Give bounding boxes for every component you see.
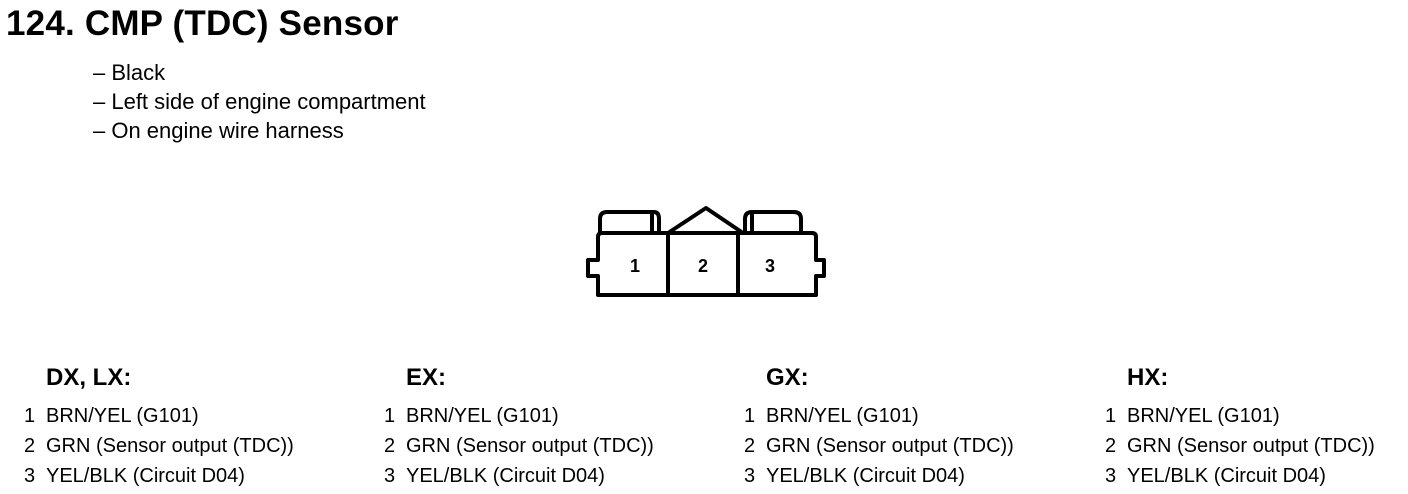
pin-number: 3 (1105, 465, 1117, 487)
pin-label-3: 3 (765, 256, 775, 276)
pin-number: 1 (24, 405, 36, 427)
pin-row: 2 GRN (Sensor output (TDC)) (384, 431, 654, 461)
connector-diagram: 1 2 3 (582, 202, 832, 302)
pin-description: BRN/YEL (G101) (766, 405, 919, 427)
pin-number: 1 (744, 405, 756, 427)
pin-label-2: 2 (698, 256, 708, 276)
variant-title: DX, LX: (46, 364, 132, 391)
note-location: – Left side of engine compartment (93, 89, 426, 114)
variant-ex: EX: 1 BRN/YEL (G101) 2 GRN (Sensor output … (384, 364, 654, 491)
pin-description: GRN (Sensor output (TDC)) (46, 435, 294, 457)
pin-description: BRN/YEL (G101) (1127, 405, 1280, 427)
pin-row: 2 GRN (Sensor output (TDC)) (744, 431, 1014, 461)
pin-number: 3 (24, 465, 36, 487)
note-harness: – On engine wire harness (93, 118, 344, 143)
pin-row: 1 BRN/YEL (G101) (24, 401, 294, 431)
pin-label-1: 1 (630, 256, 640, 276)
pin-description: BRN/YEL (G101) (46, 405, 199, 427)
center-key (666, 206, 745, 235)
variant-dx-lx: DX, LX: 1 BRN/YEL (G101) 2 GRN (Sensor out… (24, 364, 294, 491)
variant-title: EX: (406, 364, 447, 391)
page-title: 124. CMP (TDC) Sensor (6, 4, 399, 43)
pin-number: 3 (384, 465, 396, 487)
pin-row: 2 GRN (Sensor output (TDC)) (24, 431, 294, 461)
pin-description: BRN/YEL (G101) (406, 405, 559, 427)
variant-gx: GX: 1 BRN/YEL (G101) 2 GRN (Sensor output … (744, 364, 1014, 491)
connector-face-icon: 1 2 3 (586, 206, 826, 297)
pin-number: 2 (1105, 435, 1117, 457)
variant-hx: HX: 1 BRN/YEL (G101) 2 GRN (Sensor output … (1105, 364, 1375, 491)
pin-number: 3 (744, 465, 756, 487)
pin-row: 3 YEL/BLK (Circuit D04) (24, 461, 294, 491)
pin-description: GRN (Sensor output (TDC)) (766, 435, 1014, 457)
variant-title: GX: (766, 364, 809, 391)
pin-number: 1 (1105, 405, 1117, 427)
pin-number: 2 (24, 435, 36, 457)
pin-number: 2 (744, 435, 756, 457)
pin-number: 1 (384, 405, 396, 427)
pin-description: YEL/BLK (Circuit D04) (1127, 465, 1326, 487)
pin-row: 1 BRN/YEL (G101) (1105, 401, 1375, 431)
connector-housing (586, 231, 826, 297)
pin-description: GRN (Sensor output (TDC)) (406, 435, 654, 457)
pin-number: 2 (384, 435, 396, 457)
pin-row: 1 BRN/YEL (G101) (384, 401, 654, 431)
pin-description: GRN (Sensor output (TDC)) (1127, 435, 1375, 457)
pin-description: YEL/BLK (Circuit D04) (766, 465, 965, 487)
pin-row: 1 BRN/YEL (G101) (744, 401, 1014, 431)
variant-title: HX: (1127, 364, 1169, 391)
pin-row: 3 YEL/BLK (Circuit D04) (1105, 461, 1375, 491)
pin-row: 3 YEL/BLK (Circuit D04) (384, 461, 654, 491)
note-color: – Black (93, 60, 166, 85)
left-latch-tab (598, 210, 661, 233)
pin-description: YEL/BLK (Circuit D04) (46, 465, 245, 487)
pin-description: YEL/BLK (Circuit D04) (406, 465, 605, 487)
connector-notes: – Black – Left side of engine compartmen… (93, 58, 426, 145)
right-latch-tab (743, 210, 803, 232)
pin-row: 3 YEL/BLK (Circuit D04) (744, 461, 1014, 491)
pin-row: 2 GRN (Sensor output (TDC)) (1105, 431, 1375, 461)
